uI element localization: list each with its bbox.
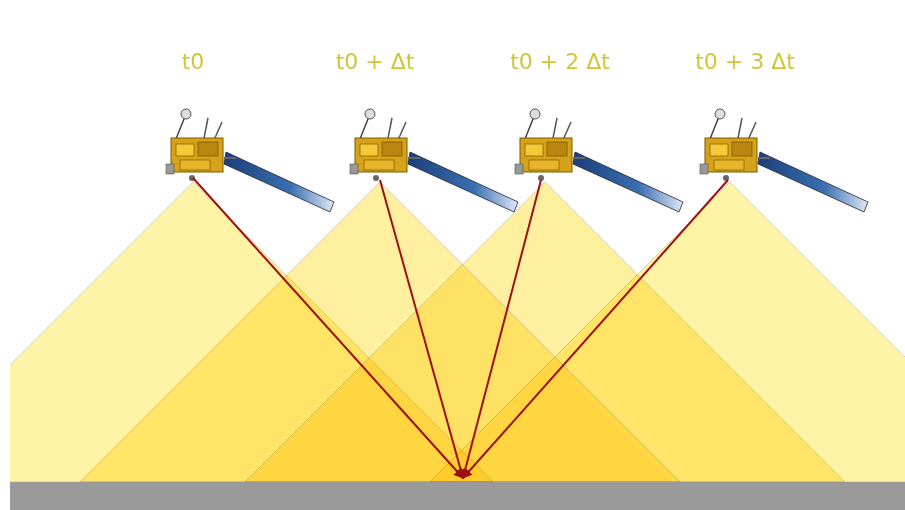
time-label: t0 + 2 Δt [510, 51, 610, 73]
ground [10, 482, 905, 510]
line-of-sight-arrows [193, 178, 728, 478]
time-label: t0 [182, 51, 205, 73]
beam-cones [10, 182, 905, 482]
time-label: t0 + Δt [336, 51, 415, 73]
time-label: t0 + 3 Δt [695, 51, 795, 73]
satellites [166, 109, 868, 212]
